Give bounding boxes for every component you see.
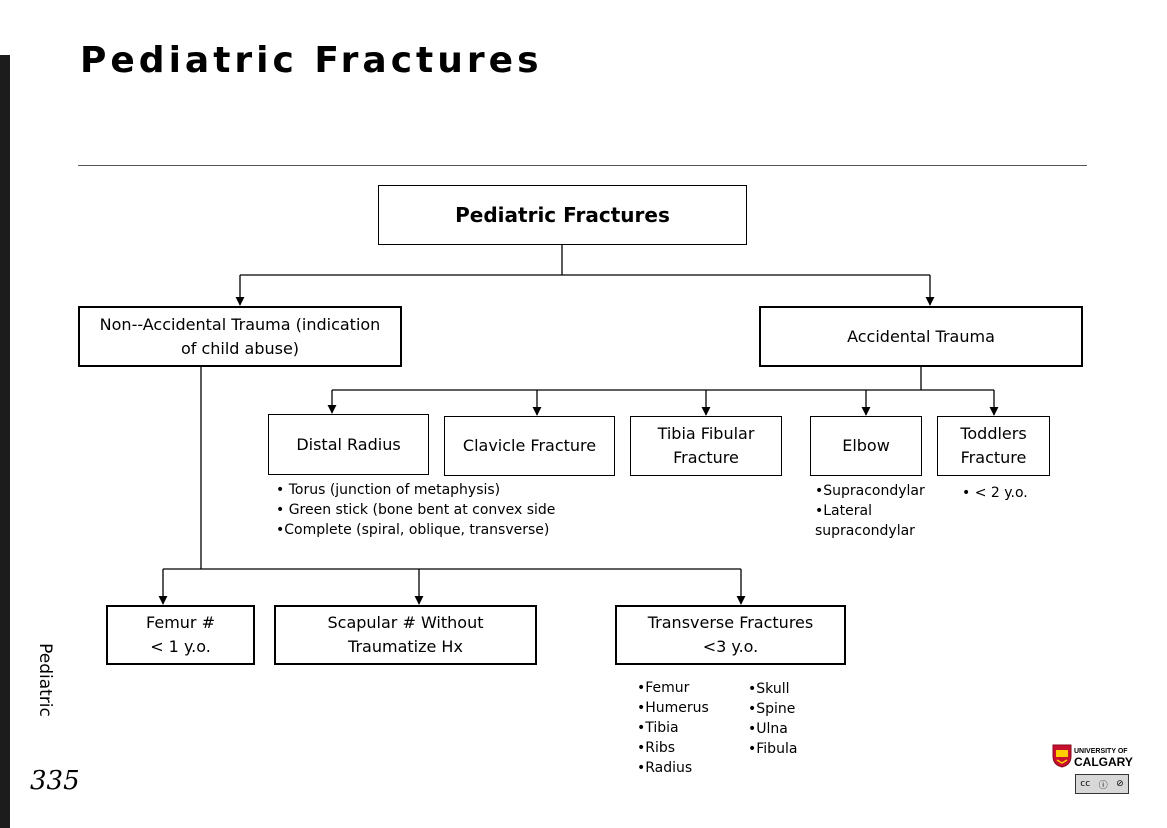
radius-note-3: •Complete (spiral, oblique, transverse) xyxy=(276,522,550,538)
distal-radius-notes: • Torus (junction of metaphysis) • Green… xyxy=(276,480,555,540)
transverse-node: Transverse Fractures <3 y.o. xyxy=(615,605,846,665)
clavicle-node: Clavicle Fracture xyxy=(444,416,615,476)
transverse-note: •Femur xyxy=(637,680,690,696)
toddlers-node: Toddlers Fracture xyxy=(937,416,1050,476)
title-divider xyxy=(78,165,1087,166)
femur-node: Femur # < 1 y.o. xyxy=(106,605,255,665)
transverse-notes-col2: •Skull •Spine •Ulna •Fibula xyxy=(748,679,797,759)
toddlers-notes: • < 2 y.o. xyxy=(962,483,1028,503)
section-label: Pediatric xyxy=(35,643,55,717)
radius-note-1: • Torus (junction of metaphysis) xyxy=(276,482,501,498)
transverse-notes-col1: •Femur •Humerus •Tibia •Ribs •Radius xyxy=(637,678,709,778)
transverse-note: •Ulna xyxy=(748,721,788,737)
radius-note-2: • Green stick (bone bent at convex side xyxy=(276,502,556,518)
nc-icon: ⊘ xyxy=(1116,779,1124,789)
by-icon: ⓘ xyxy=(1098,780,1108,791)
root-node: Pediatric Fractures xyxy=(378,185,747,245)
transverse-note: •Tibia xyxy=(637,720,679,736)
page-number: 335 xyxy=(30,766,80,796)
transverse-note: •Skull xyxy=(748,681,790,697)
transverse-note: •Humerus xyxy=(637,700,709,716)
logo-line-1: UNIVERSITY OF xyxy=(1074,748,1128,755)
university-logo: UNIVERSITY OF CALGARY xyxy=(1052,744,1142,772)
accidental-node: Accidental Trauma xyxy=(759,306,1083,367)
elbow-note-2: •Lateral xyxy=(815,503,872,519)
creative-commons-badge: cc ⓘ ⊘ xyxy=(1075,774,1129,794)
page-title: Pediatric Fractures xyxy=(80,40,543,81)
elbow-notes: •Supracondylar •Lateral supracondylar xyxy=(815,481,925,541)
toddlers-note-1: • < 2 y.o. xyxy=(962,485,1028,501)
transverse-note: •Fibula xyxy=(748,741,798,757)
transverse-note: •Ribs xyxy=(637,740,676,756)
elbow-node: Elbow xyxy=(810,416,922,476)
scapular-node: Scapular # Without Traumatize Hx xyxy=(274,605,537,665)
transverse-note: •Spine xyxy=(748,701,796,717)
elbow-note-3: supracondylar xyxy=(815,523,915,539)
left-accent-bar xyxy=(0,55,10,828)
cc-icon: cc xyxy=(1080,779,1091,789)
elbow-note-1: •Supracondylar xyxy=(815,483,925,499)
nat-node: Non--Accidental Trauma (indication of ch… xyxy=(78,306,402,367)
crest-icon xyxy=(1052,744,1072,768)
tibia-fibular-node: Tibia Fibular Fracture xyxy=(630,416,782,476)
transverse-note: •Radius xyxy=(637,760,693,776)
logo-line-2: CALGARY xyxy=(1074,755,1133,769)
distal-radius-node: Distal Radius xyxy=(268,414,429,475)
